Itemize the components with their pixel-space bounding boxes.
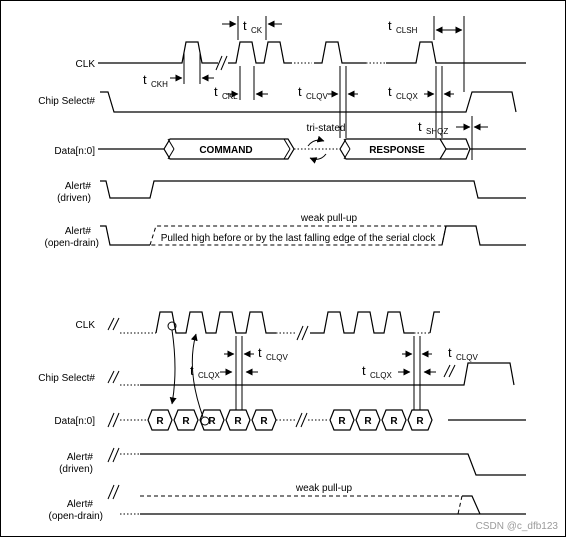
svg-text:t: t (388, 18, 392, 33)
tri-stated-label: tri-stated (307, 123, 346, 134)
bottom-chip-select-waveform (107, 362, 515, 386)
tckh-annotation: t CKH (143, 52, 214, 89)
bottom-clk-label: CLK (76, 320, 96, 331)
svg-text:t: t (418, 119, 422, 134)
svg-text:CKH: CKH (151, 80, 168, 89)
bottom-tclqv-b-annotation: t CLQV (402, 336, 478, 410)
bottom-tclqx-a-annotation: t CLQX (190, 363, 258, 380)
svg-text:CLQV: CLQV (266, 353, 288, 362)
bottom-alert-od-label: Alert# (67, 499, 94, 510)
bottom-clk-waveform (107, 311, 440, 341)
data-cell-label: R (364, 416, 372, 427)
bottom-weak-pullup-label: weak pull-up (295, 483, 353, 494)
tckl-annotation: t CKL (214, 66, 268, 101)
svg-text:CK: CK (251, 26, 263, 35)
tclqv-annotation: t CLQV (298, 66, 358, 138)
svg-text:SHQZ: SHQZ (426, 127, 448, 136)
data-cell (381, 409, 407, 431)
svg-text:t: t (243, 18, 247, 33)
pulled-high-note: Pulled high before or by the last fallin… (161, 233, 437, 244)
svg-text:CLQX: CLQX (396, 92, 418, 101)
tclsh-annotation: t CLSH (388, 16, 465, 92)
top-clk-waveform (98, 41, 526, 71)
svg-text:CLQV: CLQV (456, 353, 478, 362)
data-cell-label: R (390, 416, 398, 427)
data-cell (355, 409, 381, 431)
top-chip-select-waveform (100, 91, 517, 113)
data-cell (199, 409, 225, 431)
data-cell-label: R (260, 416, 268, 427)
tri-state-arrows-icon (307, 135, 327, 164)
data-cell (225, 409, 251, 431)
data-cell-label: R (208, 416, 216, 427)
data-cell-label: R (338, 416, 346, 427)
bottom-data-label: Data[n:0] (54, 416, 95, 427)
svg-text:t: t (258, 345, 262, 360)
bottom-tclqx-b-annotation: t CLQX (362, 363, 436, 380)
data-cell (329, 409, 355, 431)
data-cell-label: R (416, 416, 424, 427)
top-data-waveform (98, 138, 526, 160)
top-alert-driven-waveform (100, 180, 526, 199)
svg-text:CLQV: CLQV (306, 92, 328, 101)
svg-text:t: t (448, 345, 452, 360)
tshqz-annotation: t SHQZ (418, 116, 488, 160)
top-alert-od-sub: (open-drain) (45, 238, 99, 249)
svg-text:t: t (190, 363, 194, 378)
svg-text:CLQX: CLQX (198, 371, 220, 380)
data-cell-label: R (156, 416, 164, 427)
top-chip-select-label: Chip Select# (38, 96, 95, 107)
bottom-alert-od-waveform (107, 484, 526, 515)
svg-text:CLQX: CLQX (370, 371, 392, 380)
data-cell-label: R (234, 416, 242, 427)
svg-text:CKL: CKL (222, 92, 238, 101)
svg-text:t: t (214, 84, 218, 99)
bottom-chip-select-label: Chip Select# (38, 373, 95, 384)
tck-annotation: t CK (222, 16, 282, 40)
svg-text:t: t (143, 72, 147, 87)
svg-text:t: t (388, 84, 392, 99)
top-clk-label: CLK (76, 59, 96, 70)
data-cell (407, 409, 433, 431)
top-alert-od-waveform (100, 225, 526, 246)
svg-text:CLSH: CLSH (396, 26, 418, 35)
data-cell (173, 409, 199, 431)
top-alert-driven-sub: (driven) (57, 193, 91, 204)
data-cell (147, 409, 173, 431)
svg-text:t: t (362, 363, 366, 378)
response-label: RESPONSE (369, 145, 425, 156)
tclqx-annotation: t CLQX (388, 66, 454, 138)
bottom-alert-driven-waveform (107, 447, 526, 476)
top-alert-driven-label: Alert# (65, 181, 92, 192)
bottom-alert-driven-sub: (driven) (59, 464, 93, 475)
clk-to-data-arrows (167, 321, 210, 426)
top-weak-pullup-label: weak pull-up (300, 213, 358, 224)
top-alert-od-label: Alert# (65, 226, 92, 237)
command-label: COMMAND (199, 145, 252, 156)
watermark: CSDN @c_dfb123 (476, 521, 559, 532)
bottom-tclqv-a-annotation: t CLQV (224, 336, 288, 410)
svg-text:t: t (298, 84, 302, 99)
data-cell-label: R (182, 416, 190, 427)
bottom-alert-driven-label: Alert# (67, 452, 94, 463)
bottom-alert-od-sub: (open-drain) (49, 511, 103, 522)
top-data-label: Data[n:0] (54, 146, 95, 157)
